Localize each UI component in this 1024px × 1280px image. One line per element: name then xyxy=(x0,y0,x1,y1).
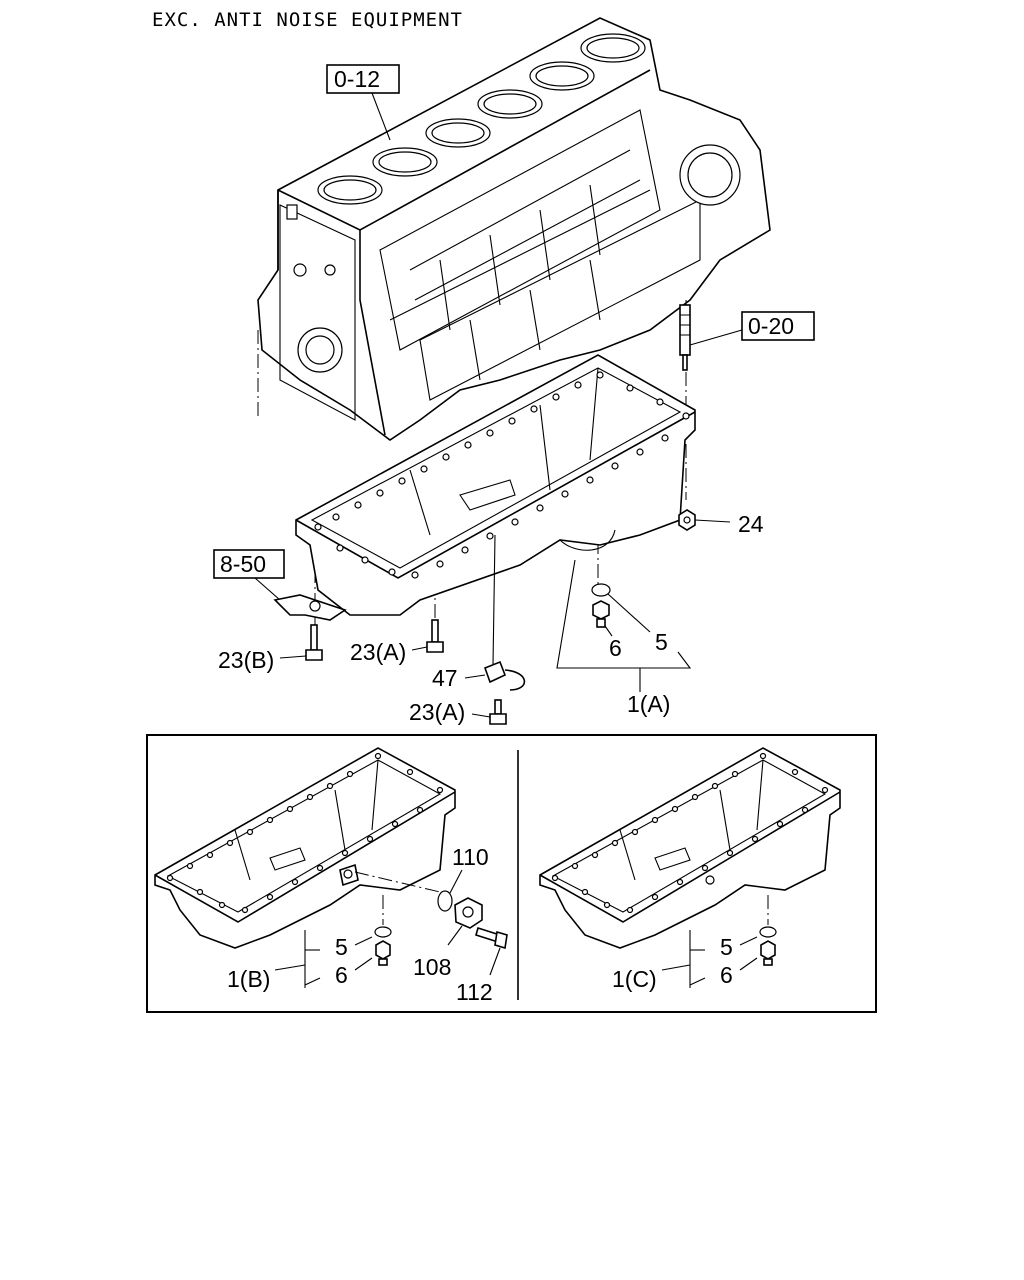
ref-box-sensor[interactable]: 0-20 xyxy=(741,311,815,341)
label-6-main: 6 xyxy=(609,635,622,661)
variants-panel xyxy=(146,734,877,1013)
ref-sensor-label: 0-20 xyxy=(748,313,794,339)
oil-level-sensor xyxy=(679,304,691,371)
drain-plug-6-main xyxy=(592,600,610,628)
bolt-23a-1 xyxy=(426,619,444,653)
drain-plug-6-c xyxy=(760,940,776,966)
bolt-23a-2 xyxy=(489,699,507,725)
label-6-c: 6 xyxy=(720,962,733,988)
diagram-title: EXC. ANTI NOISE EQUIPMENT xyxy=(152,9,463,31)
label-5-c: 5 xyxy=(720,934,733,960)
flange-holes xyxy=(314,371,690,579)
bolt-112 xyxy=(475,926,508,950)
label-5-main: 5 xyxy=(655,629,668,655)
label-47: 47 xyxy=(432,665,458,691)
label-6-b: 6 xyxy=(335,962,348,988)
drain-plug-6-b xyxy=(375,940,391,966)
gasket-5-c xyxy=(759,926,777,938)
gasket-5-main xyxy=(591,583,611,597)
nut-24 xyxy=(678,509,696,531)
bracket-plate xyxy=(273,594,347,621)
label-1b: 1(B) xyxy=(227,966,270,992)
label-23b: 23(B) xyxy=(218,647,274,673)
engine-block xyxy=(257,17,771,640)
label-1a: 1(A) xyxy=(627,691,670,717)
label-110: 110 xyxy=(452,844,489,870)
oil-pan-main xyxy=(295,354,696,616)
oil-pan-variant-b xyxy=(154,747,456,949)
label-23a-1: 23(A) xyxy=(350,639,406,665)
label-24: 24 xyxy=(738,511,764,537)
label-23a-2: 23(A) xyxy=(409,699,465,725)
label-5-b: 5 xyxy=(335,934,348,960)
clip-47 xyxy=(483,660,526,691)
label-108: 108 xyxy=(413,954,451,980)
ref-block-label: 0-12 xyxy=(334,66,380,92)
ref-box-block[interactable]: 0-12 xyxy=(326,64,400,94)
gasket-5-b xyxy=(374,926,392,938)
oring-110 xyxy=(437,890,453,912)
ref-box-bracket[interactable]: 8-50 xyxy=(213,549,285,579)
adapter-108 xyxy=(454,897,483,929)
ref-bracket-label: 8-50 xyxy=(220,551,266,577)
oil-pan-variant-c xyxy=(539,747,841,949)
label-1c: 1(C) xyxy=(612,966,657,992)
bolt-23b xyxy=(305,624,323,661)
label-112: 112 xyxy=(456,979,493,1005)
